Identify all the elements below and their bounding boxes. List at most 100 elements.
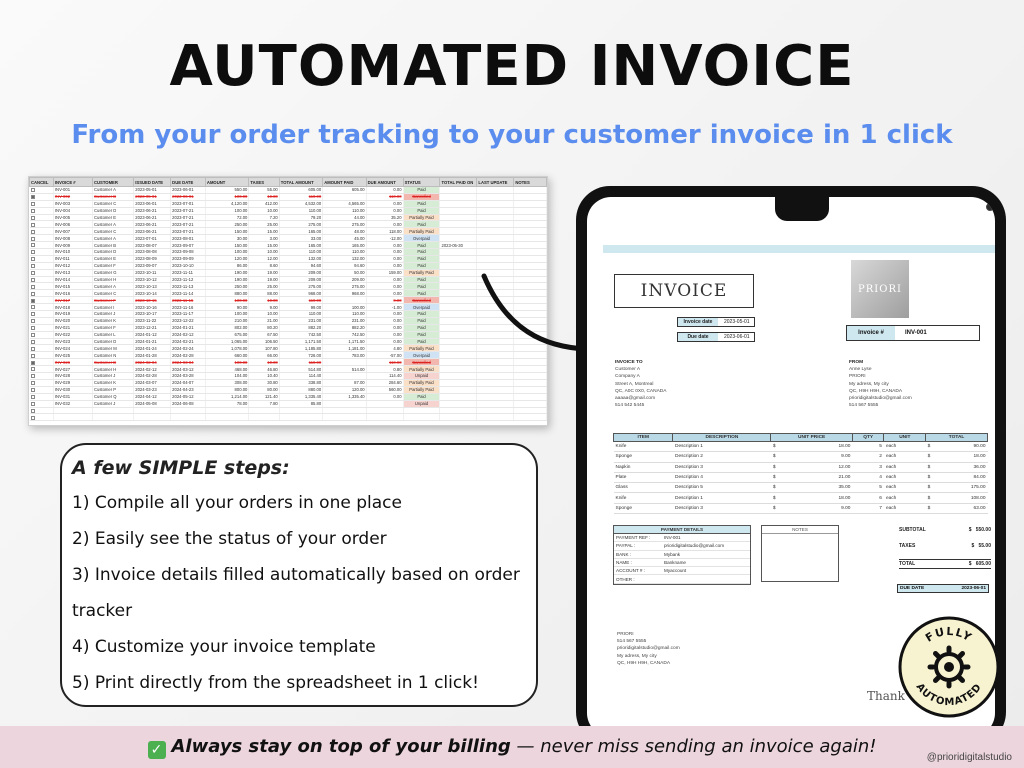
table-cell: 7.80	[248, 400, 280, 408]
cancel-checkbox[interactable]	[30, 264, 35, 269]
table-cell: Customer E	[92, 255, 135, 263]
payment-key: PAYPAL :	[616, 543, 636, 549]
item-column-header: UNIT	[883, 433, 927, 442]
cancel-checkbox[interactable]	[30, 195, 35, 200]
cancel-checkbox[interactable]	[30, 188, 35, 193]
cancel-checkbox[interactable]	[30, 257, 35, 262]
table-cell	[439, 400, 478, 408]
cancel-checkbox[interactable]	[30, 236, 35, 241]
cancel-checkbox[interactable]	[30, 243, 35, 248]
cancel-checkbox[interactable]	[30, 284, 35, 289]
cancel-checkbox[interactable]	[30, 408, 35, 413]
cancel-checkbox[interactable]	[30, 222, 35, 227]
payment-row: BANK :Mybank	[614, 551, 750, 559]
fully-automated-badge: FULLY AUTOMATED	[898, 616, 1000, 718]
cancel-checkbox[interactable]	[30, 353, 35, 358]
cancel-checkbox[interactable]	[30, 395, 35, 400]
table-cell	[439, 344, 478, 353]
table-cell: INV-027	[53, 365, 93, 374]
address-line: PRIORI	[849, 374, 866, 380]
table-row	[29, 413, 547, 422]
banner-bold-text: Always stay on top of your billing	[171, 736, 511, 757]
table-cell: 231.00	[322, 317, 367, 325]
cancel-checkbox[interactable]	[30, 305, 35, 310]
table-cell: 25.00	[248, 220, 280, 229]
table-cell: 2024-04-07	[170, 379, 206, 387]
cancel-checkbox[interactable]	[30, 312, 35, 317]
table-cell: 0.00	[366, 310, 404, 318]
cancel-checkbox[interactable]	[30, 339, 35, 344]
table-cell	[439, 324, 478, 332]
item-cell: $36.00	[925, 462, 988, 473]
table-cell: 110.00	[322, 310, 367, 318]
table-cell: INV-028	[53, 372, 93, 380]
table-cell: Overpaid	[403, 303, 441, 312]
table-cell	[513, 276, 547, 284]
table-cell	[513, 214, 547, 222]
page-title: AUTOMATED INVOICE	[169, 34, 855, 99]
invoice-title: INVOICE	[614, 274, 754, 308]
cancel-checkbox[interactable]	[30, 367, 35, 372]
table-cell: Customer A	[92, 186, 135, 194]
table-cell	[53, 407, 93, 415]
cancel-checkbox[interactable]	[30, 333, 35, 338]
table-cell	[439, 289, 478, 298]
cancel-checkbox[interactable]	[30, 381, 35, 386]
cancel-checkbox[interactable]	[30, 229, 35, 234]
table-cell: Customer J	[92, 372, 135, 380]
cancel-checkbox[interactable]	[30, 250, 35, 255]
payment-key: ACCOUNT # :	[616, 568, 646, 574]
cancel-checkbox[interactable]	[30, 401, 35, 406]
table-cell	[366, 413, 404, 422]
table-cell: 33.00	[279, 234, 324, 243]
table-cell: 275.00	[322, 220, 367, 229]
item-cell: each	[883, 503, 926, 515]
step-item: 4) Customize your invoice template	[72, 637, 376, 657]
table-cell: 80.00	[248, 386, 280, 394]
cancel-checkbox[interactable]	[30, 291, 35, 296]
table-cell: 79.20	[279, 214, 324, 222]
table-cell	[513, 227, 547, 236]
cancel-checkbox[interactable]	[30, 326, 35, 331]
table-cell: 2023-08-08	[133, 248, 172, 256]
table-cell: Customer Q	[92, 393, 135, 401]
cancel-checkbox[interactable]	[30, 202, 35, 207]
table-cell: Customer J	[92, 400, 135, 408]
cancel-checkbox-cell	[29, 296, 54, 305]
cancel-checkbox-cell	[29, 303, 54, 312]
column-header: AMOUNT	[204, 177, 250, 187]
table-cell: Partially Paid	[403, 214, 441, 222]
table-cell: 8.60	[248, 262, 280, 270]
table-cell	[29, 407, 54, 415]
payment-heading: PAYMENT DETAILS	[614, 526, 750, 534]
item-cell: $21.00	[770, 472, 853, 484]
table-cell	[439, 296, 478, 305]
cancel-checkbox[interactable]	[30, 415, 35, 420]
table-cell: 605.00	[322, 186, 367, 194]
cancel-checkbox[interactable]	[30, 346, 35, 351]
table-cell	[513, 344, 547, 353]
table-cell: 4.80	[366, 344, 404, 353]
cancel-checkbox[interactable]	[30, 374, 35, 379]
payment-value: Bankname	[664, 560, 686, 566]
cancel-checkbox[interactable]	[30, 388, 35, 393]
table-cell: 2023-05-01	[133, 193, 172, 201]
table-cell	[439, 379, 478, 387]
cancel-checkbox[interactable]	[30, 271, 35, 276]
cancel-checkbox[interactable]	[30, 298, 35, 303]
cancel-checkbox[interactable]	[30, 360, 35, 365]
table-cell: Partially Paid	[403, 386, 441, 394]
table-cell: 2024-02-04	[133, 358, 172, 367]
cancel-checkbox[interactable]	[30, 319, 35, 324]
table-cell: 0.00	[366, 324, 404, 332]
step-item: 2) Easily see the status of your order	[72, 529, 387, 549]
cancel-checkbox[interactable]	[30, 215, 35, 220]
item-column-header: QTY	[851, 433, 885, 442]
table-cell: 4,532.00	[279, 200, 324, 208]
line-total: 18.00	[973, 454, 986, 460]
cancel-checkbox[interactable]	[30, 277, 35, 282]
cancel-checkbox[interactable]	[30, 209, 35, 213]
cancel-checkbox-cell	[29, 372, 54, 380]
table-cell: 114.40	[366, 372, 404, 380]
